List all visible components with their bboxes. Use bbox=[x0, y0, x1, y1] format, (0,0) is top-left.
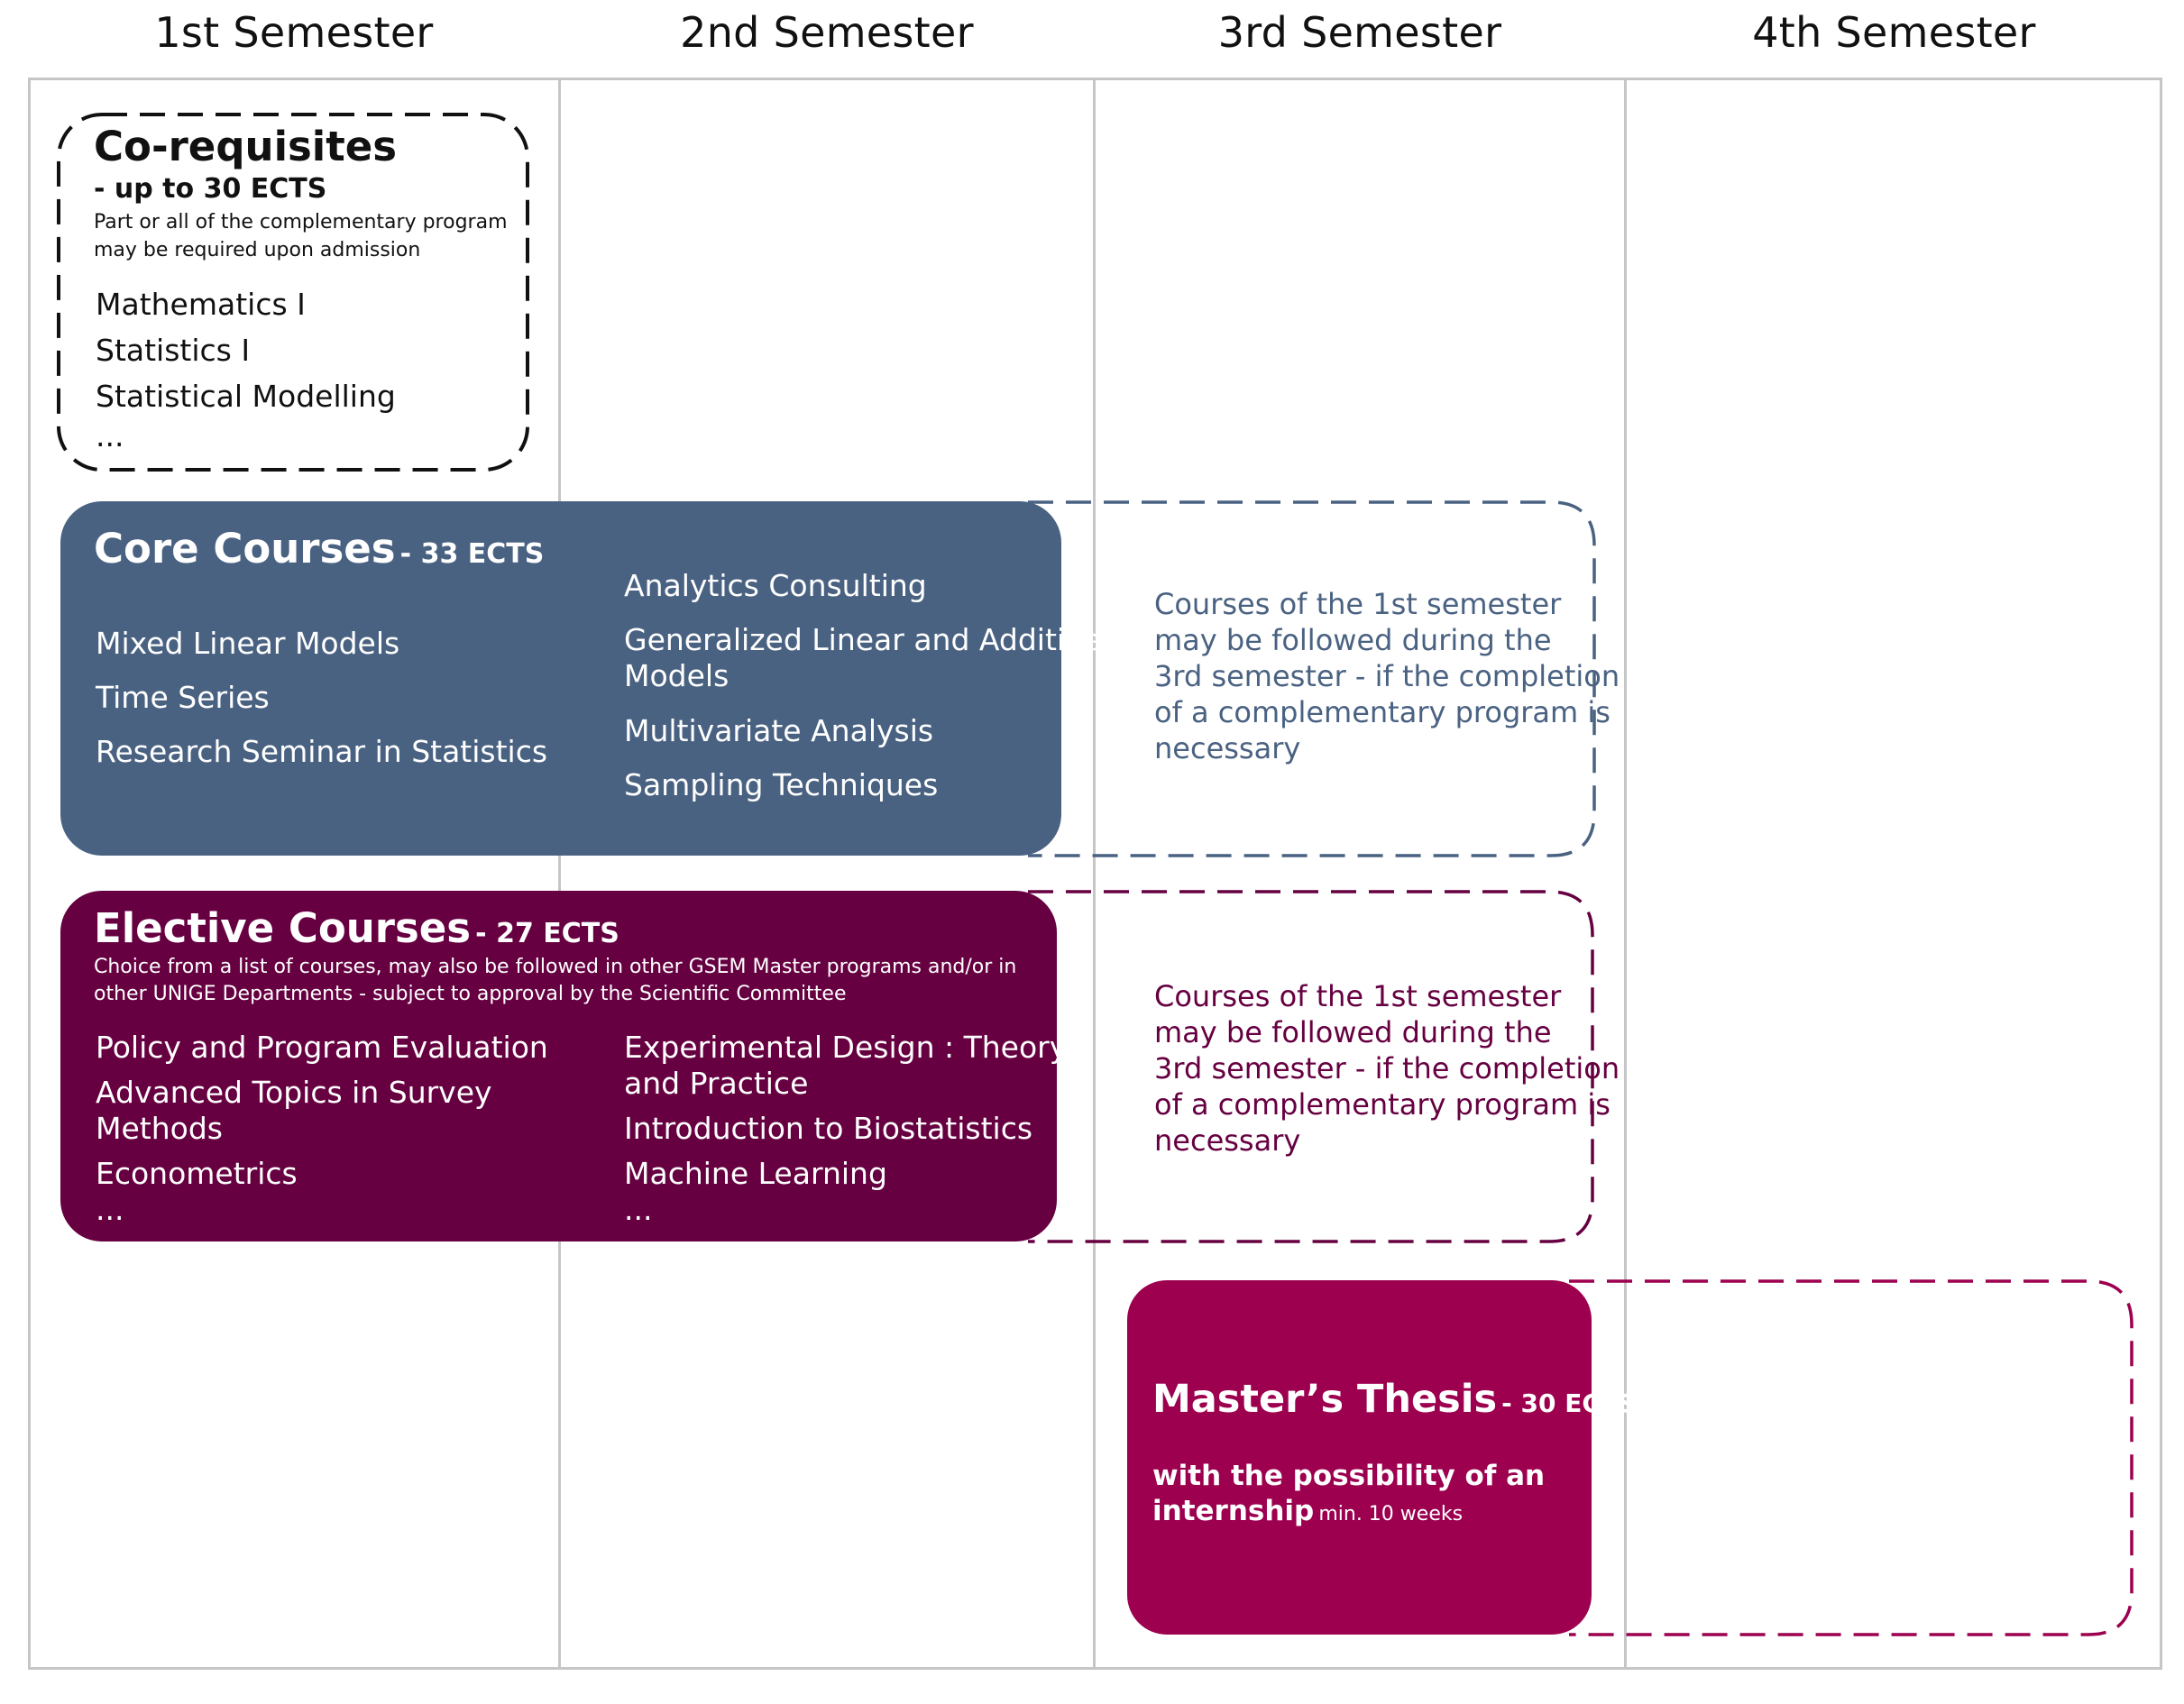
elective-course-item: ... bbox=[624, 1192, 653, 1227]
core-course-item: Generalized Linear and Additive bbox=[624, 622, 1101, 657]
core-course-item: Sampling Techniques bbox=[624, 767, 939, 802]
core-note-line: Courses of the 1st semester bbox=[1154, 587, 1562, 621]
core-course-item: Models bbox=[624, 658, 730, 693]
core-note-line: necessary bbox=[1154, 731, 1301, 765]
elective-courses-title: Elective Courses bbox=[94, 904, 472, 952]
corequisites-subtitle: - up to 30 ECTS bbox=[94, 173, 327, 205]
elective-course-item: and Practice bbox=[624, 1066, 809, 1101]
elective-note-line: necessary bbox=[1154, 1123, 1301, 1158]
elective-course-item: Policy and Program Evaluation bbox=[96, 1030, 548, 1065]
elective-courses-header: Elective Courses - 27 ECTS bbox=[94, 904, 619, 952]
corequisites-description-line-1: Part or all of the complementary program bbox=[94, 211, 508, 234]
elective-note-line: may be followed during the bbox=[1154, 1015, 1552, 1049]
core-note-line: 3rd semester - if the completion bbox=[1154, 659, 1620, 693]
semester-header-2: 2nd Semester bbox=[680, 8, 974, 57]
core-note-line: may be followed during the bbox=[1154, 623, 1552, 657]
masters-thesis-header: Master’s Thesis - 30 ECTS bbox=[1152, 1377, 1636, 1422]
core-courses-title: Core Courses bbox=[94, 525, 396, 573]
masters-thesis-min-weeks: min. 10 weeks bbox=[1318, 1503, 1464, 1525]
elective-course-item: Introduction to Biostatistics bbox=[624, 1111, 1033, 1146]
elective-courses-extension-box bbox=[1028, 890, 1594, 1243]
masters-thesis-line-2: internship min. 10 weeks bbox=[1152, 1495, 1463, 1527]
elective-note-line: Courses of the 1st semester bbox=[1154, 979, 1562, 1013]
core-note-line: of a complementary program is bbox=[1154, 695, 1610, 729]
grid-divider-3 bbox=[1624, 78, 1627, 1670]
corequisites-box bbox=[57, 113, 529, 472]
corequisites-description-line-2: may be required upon admission bbox=[94, 239, 421, 261]
semester-header-1: 1st Semester bbox=[154, 8, 434, 57]
elective-note-line: of a complementary program is bbox=[1154, 1087, 1610, 1122]
core-courses-header: Core Courses - 33 ECTS bbox=[94, 525, 544, 573]
elective-course-item: Econometrics bbox=[96, 1156, 298, 1191]
thesis-extension-box bbox=[1569, 1279, 2134, 1636]
core-course-item: Research Seminar in Statistics bbox=[96, 734, 548, 769]
core-course-item: Analytics Consulting bbox=[624, 568, 927, 603]
semester-header-4: 4th Semester bbox=[1752, 8, 2036, 57]
elective-description-line-2: other UNIGE Departments - subject to app… bbox=[94, 983, 847, 1005]
core-course-item: Mixed Linear Models bbox=[96, 626, 400, 661]
core-courses-box bbox=[60, 501, 1061, 856]
core-course-item: Multivariate Analysis bbox=[624, 713, 934, 748]
masters-thesis-ects: - 30 ECTS bbox=[1501, 1388, 1637, 1418]
elective-course-item: Experimental Design : Theory bbox=[624, 1030, 1068, 1065]
masters-thesis-line-1: with the possibility of an bbox=[1152, 1460, 1546, 1492]
corequisite-item: Statistical Modelling bbox=[96, 379, 396, 414]
core-courses-extension-box bbox=[1028, 500, 1596, 857]
elective-note-line: 3rd semester - if the completion bbox=[1154, 1051, 1620, 1086]
corequisite-item: Statistics I bbox=[96, 333, 251, 368]
elective-course-item: Advanced Topics in Survey bbox=[96, 1075, 492, 1110]
grid-divider-1 bbox=[558, 78, 561, 1670]
elective-courses-ects: - 27 ECTS bbox=[475, 918, 619, 949]
masters-thesis-internship: internship bbox=[1152, 1495, 1315, 1527]
elective-course-item: Methods bbox=[96, 1111, 223, 1146]
grid-divider-2 bbox=[1093, 78, 1096, 1670]
elective-courses-box bbox=[60, 891, 1057, 1241]
semester-header-3: 3rd Semester bbox=[1217, 8, 1502, 57]
corequisite-item: ... bbox=[96, 418, 124, 453]
elective-course-item: Machine Learning bbox=[624, 1156, 887, 1191]
masters-thesis-title: Master’s Thesis bbox=[1152, 1377, 1498, 1422]
masters-thesis-box bbox=[1127, 1280, 1592, 1635]
elective-course-item: ... bbox=[96, 1192, 124, 1227]
elective-description-line-1: Choice from a list of courses, may also … bbox=[94, 956, 1017, 978]
corequisite-item: Mathematics I bbox=[96, 287, 306, 322]
core-course-item: Time Series bbox=[96, 680, 270, 715]
core-courses-ects: - 33 ECTS bbox=[399, 538, 545, 570]
corequisites-title: Co-requisites bbox=[94, 123, 398, 170]
